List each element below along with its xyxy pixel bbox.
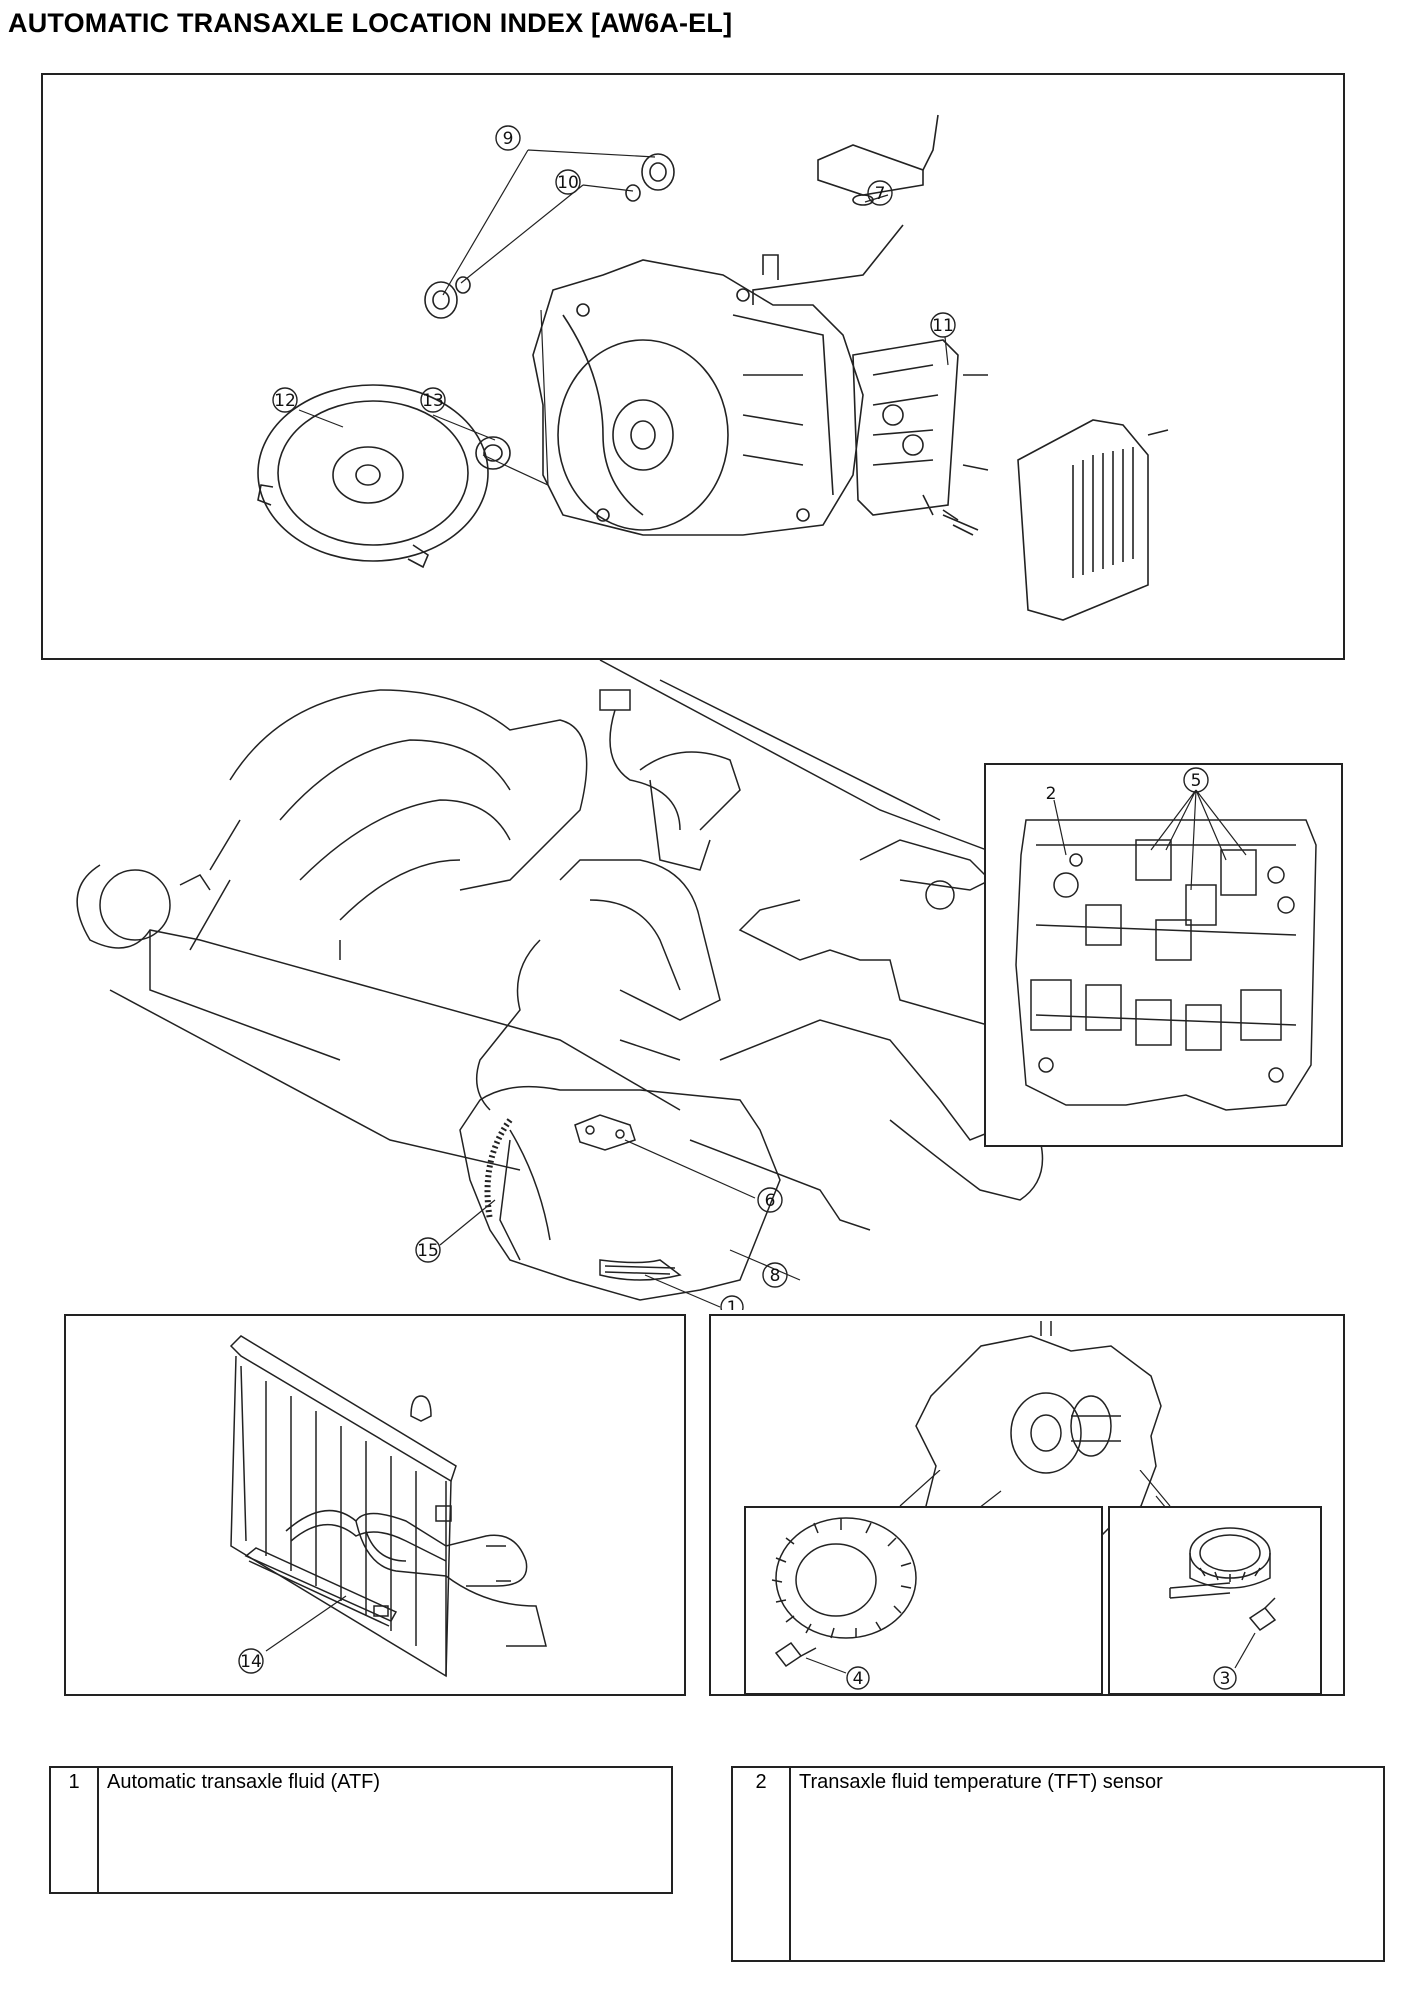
atf-cooler-panel: 14 [64,1314,686,1696]
atf-cooler-hoses-illustration [285,1505,547,1647]
turbine-speed-sensor-subpanel: 3 [1108,1506,1322,1695]
callout-8: 8 [770,1266,781,1286]
callout-13: 13 [422,391,444,411]
subpanel-connector-lines [899,1470,1171,1507]
callout-2: 2 [1046,784,1057,804]
callout-9: 9 [503,129,514,149]
transaxle-range-switch-illustration [752,114,939,305]
callout-3: 3 [1220,1669,1231,1689]
callout-7: 7 [875,184,886,204]
callout-10-marker [555,169,581,195]
callout-15: 15 [417,1241,439,1261]
input-speed-sensor-illustration [771,1517,917,1668]
callout-10: 10 [557,173,579,193]
legend-number: 1 [49,1766,99,1894]
oil-seal-illustration [424,153,675,319]
callout-12-marker [272,387,298,413]
atf-cooler-illustration [244,1547,398,1627]
converter-oil-seal-illustration [475,436,511,470]
torque-converter-illustration [257,384,489,569]
legend-label: Automatic transaxle fluid (ATF) [97,1766,673,1894]
callout-5: 5 [1191,771,1202,791]
control-valve-body-illustration [852,339,989,536]
callout-1: 1 [727,1298,738,1310]
page-title: AUTOMATIC TRANSAXLE LOCATION INDEX [AW6A… [8,8,733,38]
callout-12: 12 [274,391,296,411]
oil-pan-illustration [1017,419,1169,621]
callout-13-marker [420,387,446,413]
legend-row: 2 Transaxle fluid temperature (TFT) sens… [731,1766,1385,1962]
legend-table-2: 2 Transaxle fluid temperature (TFT) sens… [731,1766,1385,1962]
legend-number: 2 [731,1766,791,1962]
transaxle-case-illustration [532,254,864,536]
turbine-speed-sensor-illustration [1169,1527,1277,1631]
solenoid-illustration [1135,839,1172,881]
legend-label: Transaxle fluid temperature (TFT) sensor [789,1766,1385,1962]
solenoid-valve-inset-panel: 5 2 [984,763,1343,1147]
callout-14: 14 [240,1652,262,1672]
legend-table-1: 1 Automatic transaxle fluid (ATF) [49,1766,673,1894]
callout-7-marker [867,180,893,206]
callout-11-marker [930,312,956,338]
callout-9-marker [495,125,521,151]
transaxle-exploded-view-panel: 9 10 7 11 13 12 [41,73,1345,660]
input-speed-sensor-subpanel: 4 [744,1506,1103,1695]
callout-4: 4 [853,1669,864,1689]
callout-6: 6 [765,1191,776,1211]
legend-row: 1 Automatic transaxle fluid (ATF) [49,1766,673,1894]
transaxle-housing-illustration [459,1085,781,1301]
radiator-illustration [229,1335,457,1678]
callout-11: 11 [932,316,954,336]
